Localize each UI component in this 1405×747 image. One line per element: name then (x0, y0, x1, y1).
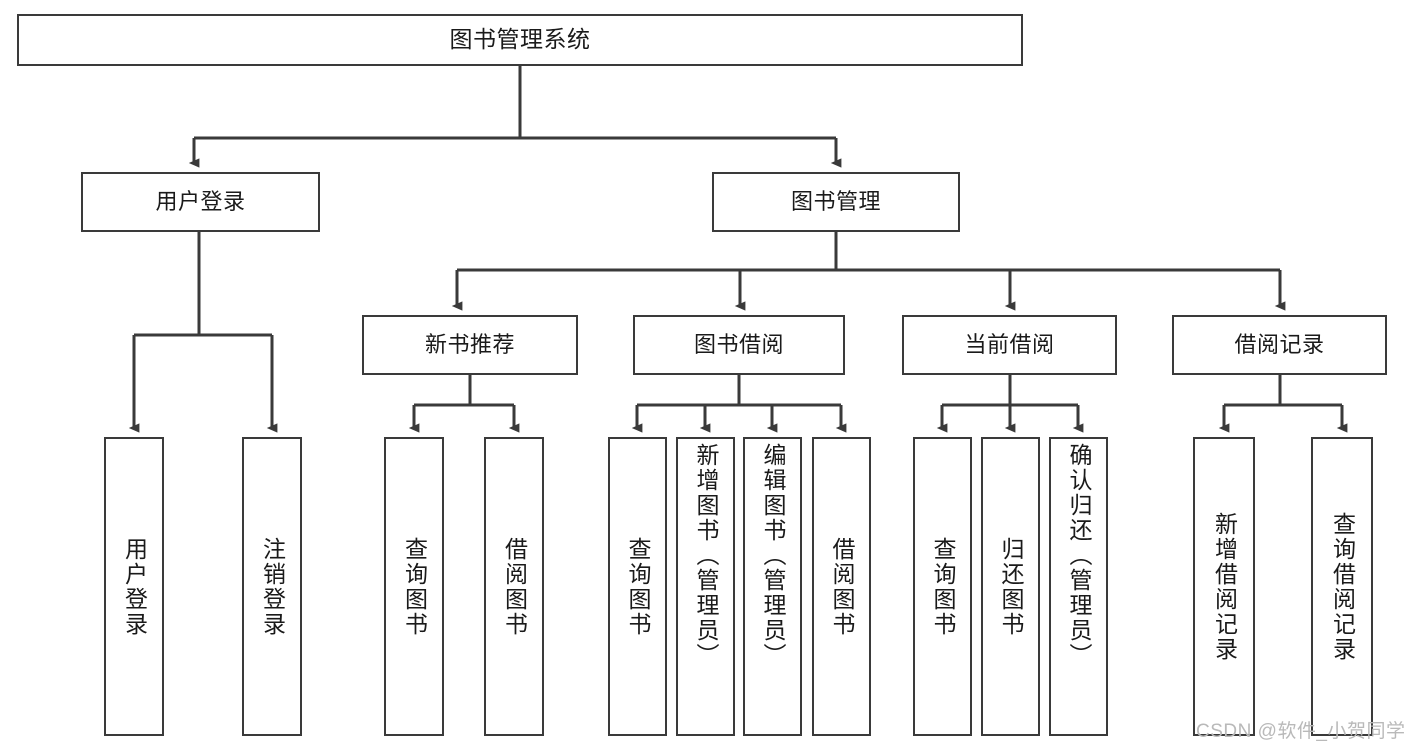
leaf-add-borrow-record[interactable]: 新增借阅记录 (1193, 437, 1255, 736)
node-label: 注销登录 (259, 536, 286, 637)
csdn-watermark: CSDN @软件_小贺同学 (1196, 721, 1405, 742)
leaf-query-book-borrow[interactable]: 查询图书 (608, 437, 667, 736)
node-new-book-recommend[interactable]: 新书推荐 (362, 315, 578, 375)
leaf-query-book-current[interactable]: 查询图书 (913, 437, 972, 736)
node-label: 查询图书 (930, 536, 956, 637)
node-label: 查询借阅记录 (1329, 511, 1356, 662)
node-user-login[interactable]: 用户登录 (81, 172, 320, 232)
leaf-query-book-new[interactable]: 查询图书 (384, 437, 444, 736)
node-label: 新增图书（管理员） (693, 443, 719, 668)
node-book-borrow[interactable]: 图书借阅 (633, 315, 845, 375)
leaf-logout[interactable]: 注销登录 (242, 437, 302, 736)
leaf-borrow-book[interactable]: 借阅图书 (812, 437, 871, 736)
node-label: 新增借阅记录 (1211, 511, 1238, 662)
node-label: 图书管理系统 (449, 26, 591, 53)
node-label: 归还图书 (998, 536, 1024, 637)
leaf-borrow-book-new[interactable]: 借阅图书 (484, 437, 544, 736)
node-label: 用户登录 (155, 189, 246, 215)
node-label: 确认归还（管理员） (1066, 443, 1092, 668)
node-label: 编辑图书（管理员） (760, 443, 786, 668)
leaf-user-login[interactable]: 用户登录 (104, 437, 164, 736)
node-label: 图书借阅 (693, 332, 784, 358)
node-root-book-management-system[interactable]: 图书管理系统 (17, 14, 1023, 66)
node-label: 借阅图书 (501, 536, 528, 637)
leaf-return-book[interactable]: 归还图书 (981, 437, 1040, 736)
node-label: 用户登录 (121, 536, 148, 637)
leaf-edit-book-admin[interactable]: 编辑图书（管理员） (743, 437, 802, 736)
node-label: 当前借阅 (964, 332, 1055, 358)
node-label: 新书推荐 (424, 332, 515, 358)
leaf-add-book-admin[interactable]: 新增图书（管理员） (676, 437, 735, 736)
leaf-query-borrow-record[interactable]: 查询借阅记录 (1311, 437, 1373, 736)
node-label: 借阅记录 (1234, 332, 1325, 358)
node-label: 借阅图书 (829, 536, 855, 637)
node-label: 查询图书 (625, 536, 651, 637)
node-label: 查询图书 (401, 536, 428, 637)
node-borrow-record[interactable]: 借阅记录 (1172, 315, 1387, 375)
leaf-confirm-return-admin[interactable]: 确认归还（管理员） (1049, 437, 1108, 736)
node-label: 图书管理 (790, 189, 881, 215)
node-current-borrow[interactable]: 当前借阅 (902, 315, 1117, 375)
node-book-management[interactable]: 图书管理 (712, 172, 960, 232)
